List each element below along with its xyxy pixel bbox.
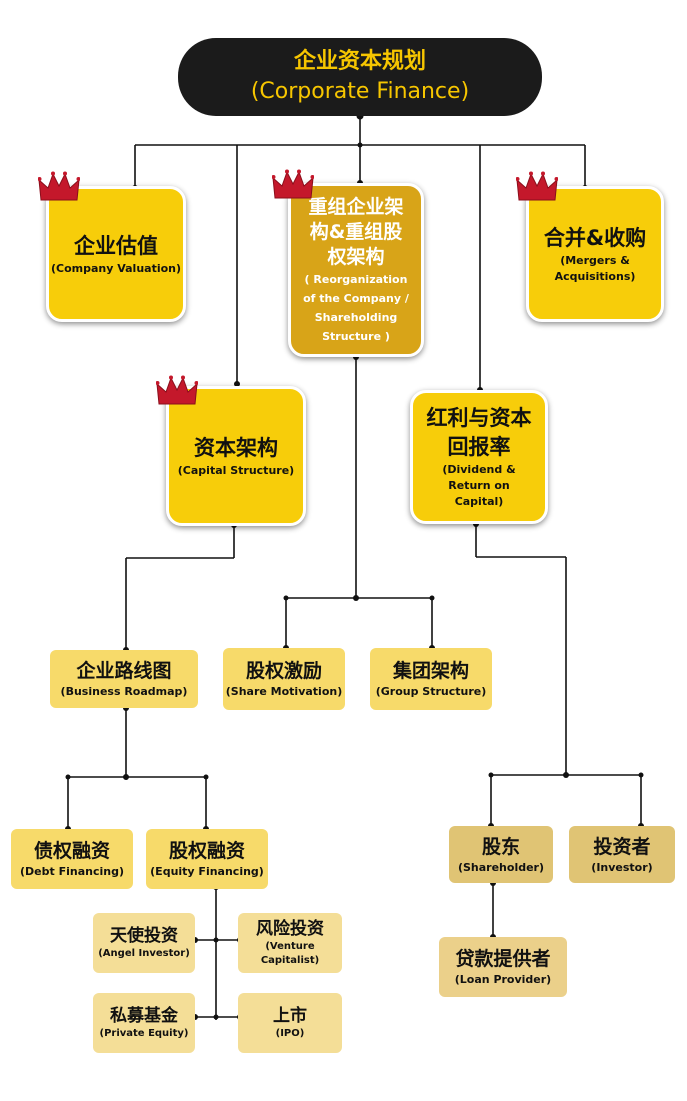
share-motivation-zh: 股权激励 [245, 660, 322, 682]
equity-financing-en: (Equity Financing) [150, 865, 264, 878]
node-ipo: 上市 (IPO) [238, 993, 342, 1053]
crown-icon [156, 375, 198, 405]
dividend-zh: 红利与资本回报率 [426, 406, 532, 459]
loan-provider-zh: 贷款提供者 [455, 948, 551, 970]
node-debt-financing: 债权融资 (Debt Financing) [11, 829, 133, 889]
company-valuation-zh: 企业估值 [74, 233, 158, 258]
share-motivation-en: (Share Motivation) [225, 685, 343, 698]
shareholder-en: (Shareholder) [457, 860, 545, 874]
root-title-en: (Corporate Finance) [250, 79, 470, 104]
angel-investor-en: (Angel Investor) [98, 948, 190, 959]
ipo-en: (IPO) [275, 1028, 305, 1039]
node-angel-investor: 天使投资 (Angel Investor) [93, 913, 195, 973]
crown-icon [516, 171, 558, 201]
node-company-valuation: 企业估值 (Company Valuation) [46, 186, 186, 322]
node-investor: 投资者 (Investor) [569, 826, 675, 883]
node-shareholder: 股东 (Shareholder) [449, 826, 553, 883]
group-structure-zh: 集团架构 [392, 660, 469, 682]
node-reorganization: 重组企业架构&重组股权架构 ( Reorganization of the Co… [288, 183, 424, 357]
loan-provider-en: (Loan Provider) [454, 973, 552, 986]
node-loan-provider: 贷款提供者 (Loan Provider) [439, 937, 567, 997]
debt-financing-en: (Debt Financing) [20, 865, 124, 878]
reorganization-zh: 重组企业架构&重组股权架构 [308, 195, 404, 268]
capital-structure-en: (Capital Structure) [177, 463, 295, 477]
node-mergers-acquisitions: 合并&收购 (Mergers & Acquisitions) [526, 186, 664, 322]
equity-financing-zh: 股权融资 [168, 840, 245, 862]
reorganization-en: ( Reorganization of the Company / Shareh… [303, 272, 409, 343]
crown-icon [38, 171, 80, 201]
angel-investor-zh: 天使投资 [110, 926, 178, 946]
capital-structure-zh: 资本架构 [194, 435, 278, 460]
root-title-zh: 企业资本规划 [293, 49, 426, 74]
private-equity-zh: 私募基金 [110, 1006, 178, 1026]
mergers-zh: 合并&收购 [543, 225, 647, 250]
debt-financing-zh: 债权融资 [33, 840, 110, 862]
root-node-corporate-finance: 企业资本规划 (Corporate Finance) [178, 38, 542, 116]
dividend-en: (Dividend & Return on Capital) [442, 463, 516, 508]
venture-capitalist-en: (Venture Capitalist) [260, 941, 320, 966]
node-venture-capitalist: 风险投资 (Venture Capitalist) [238, 913, 342, 973]
group-structure-en: (Group Structure) [375, 685, 487, 698]
shareholder-zh: 股东 [481, 835, 520, 858]
node-business-roadmap: 企业路线图 (Business Roadmap) [50, 650, 198, 708]
investor-zh: 投资者 [593, 835, 651, 858]
company-valuation-en: (Company Valuation) [50, 261, 182, 275]
node-dividend-return: 红利与资本回报率 (Dividend & Return on Capital) [410, 390, 548, 524]
private-equity-en: (Private Equity) [99, 1028, 189, 1039]
node-share-motivation: 股权激励 (Share Motivation) [223, 648, 345, 710]
ipo-zh: 上市 [273, 1006, 307, 1026]
business-roadmap-en: (Business Roadmap) [60, 685, 188, 698]
node-private-equity: 私募基金 (Private Equity) [93, 993, 195, 1053]
node-equity-financing: 股权融资 (Equity Financing) [146, 829, 268, 889]
node-capital-structure: 资本架构 (Capital Structure) [166, 386, 306, 526]
crown-icon [272, 169, 314, 199]
business-roadmap-zh: 企业路线图 [76, 660, 172, 682]
venture-capitalist-zh: 风险投资 [256, 919, 324, 939]
investor-en: (Investor) [591, 860, 653, 874]
mergers-en: (Mergers & Acquisitions) [554, 253, 636, 283]
node-group-structure: 集团架构 (Group Structure) [370, 648, 492, 710]
